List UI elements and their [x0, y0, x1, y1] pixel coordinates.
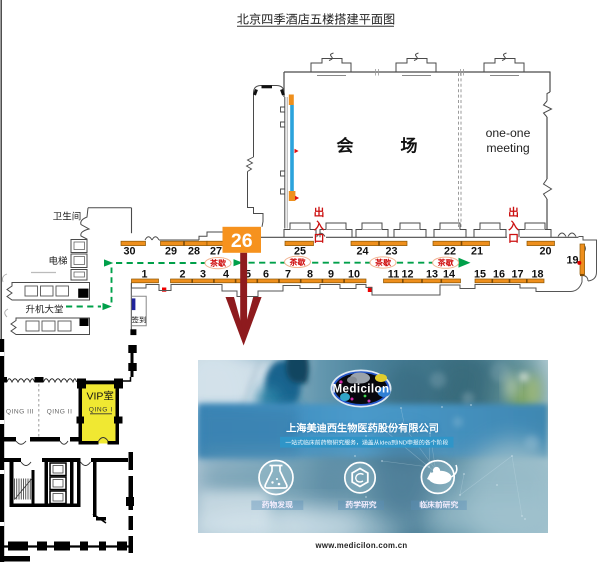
- svg-text:药物发现: 药物发现: [262, 500, 293, 511]
- svg-text:28: 28: [188, 246, 200, 258]
- svg-text:Medicilon: Medicilon: [332, 383, 389, 396]
- svg-text:临床前研究: 临床前研究: [419, 500, 458, 511]
- svg-text:1: 1: [141, 269, 147, 281]
- svg-text:4: 4: [223, 269, 229, 281]
- svg-text:上海美迪西生物医药股份有限公司: 上海美迪西生物医药股份有限公司: [286, 420, 439, 435]
- svg-text:30: 30: [123, 246, 135, 258]
- svg-text:茶歇: 茶歇: [374, 258, 391, 269]
- svg-text:7: 7: [285, 269, 291, 281]
- svg-text:5: 5: [245, 269, 251, 281]
- svg-text:one-one: one-one: [486, 126, 531, 140]
- svg-text:茶歇: 茶歇: [437, 258, 454, 269]
- svg-text:19: 19: [566, 255, 578, 267]
- svg-text:meeting: meeting: [486, 141, 529, 155]
- svg-text:北京四季酒店五楼搭建平面图: 北京四季酒店五楼搭建平面图: [237, 9, 395, 27]
- svg-text:9: 9: [328, 269, 334, 281]
- svg-text:27: 27: [210, 246, 222, 258]
- svg-text:入: 入: [508, 217, 519, 233]
- svg-text:12: 12: [401, 269, 413, 281]
- svg-text:10: 10: [348, 269, 360, 281]
- svg-text:3: 3: [200, 269, 206, 281]
- svg-text:11: 11: [388, 269, 399, 281]
- svg-text:14: 14: [443, 269, 455, 281]
- svg-text:24: 24: [356, 246, 368, 258]
- svg-text:药学研究: 药学研究: [345, 500, 376, 511]
- svg-text:22: 22: [444, 246, 456, 258]
- svg-text:18: 18: [531, 269, 543, 281]
- svg-text:会: 会: [337, 132, 354, 157]
- svg-text:口: 口: [314, 230, 325, 246]
- svg-text:升机大堂: 升机大堂: [25, 302, 63, 316]
- svg-text:www.medicilon.com.cn: www.medicilon.com.cn: [315, 541, 408, 550]
- svg-text:23: 23: [385, 246, 397, 258]
- svg-text:茶歇: 茶歇: [289, 257, 306, 268]
- svg-text:6: 6: [263, 269, 269, 281]
- svg-text:2: 2: [179, 269, 185, 281]
- svg-text:一站式临床前药物研究服务，涵盖从Idea到IND申报的各个阶: 一站式临床前药物研究服务，涵盖从Idea到IND申报的各个阶段: [285, 438, 448, 447]
- svg-text:出: 出: [508, 204, 519, 220]
- svg-text:8: 8: [307, 269, 313, 281]
- svg-text:25: 25: [294, 246, 306, 258]
- svg-text:21: 21: [471, 246, 483, 258]
- svg-text:16: 16: [493, 269, 505, 281]
- svg-text:15: 15: [474, 269, 486, 281]
- svg-text:VIP室: VIP室: [86, 389, 113, 404]
- svg-text:签到: 签到: [132, 315, 147, 326]
- svg-text:卫生间: 卫生间: [53, 209, 82, 223]
- svg-text:口: 口: [508, 230, 519, 246]
- svg-text:茶歇: 茶歇: [209, 258, 226, 269]
- svg-text:入: 入: [314, 217, 325, 233]
- svg-text:13: 13: [426, 269, 438, 281]
- svg-text:出: 出: [314, 204, 325, 220]
- svg-text:QING III: QING III: [6, 409, 34, 416]
- svg-text:QING I: QING I: [89, 407, 113, 414]
- svg-text:QING II: QING II: [47, 409, 73, 416]
- svg-text:电梯: 电梯: [48, 253, 68, 267]
- svg-text:29: 29: [165, 246, 177, 258]
- svg-text:场: 场: [401, 132, 418, 157]
- svg-text:17: 17: [511, 269, 523, 281]
- svg-text:20: 20: [539, 246, 551, 258]
- svg-text:26: 26: [231, 230, 253, 252]
